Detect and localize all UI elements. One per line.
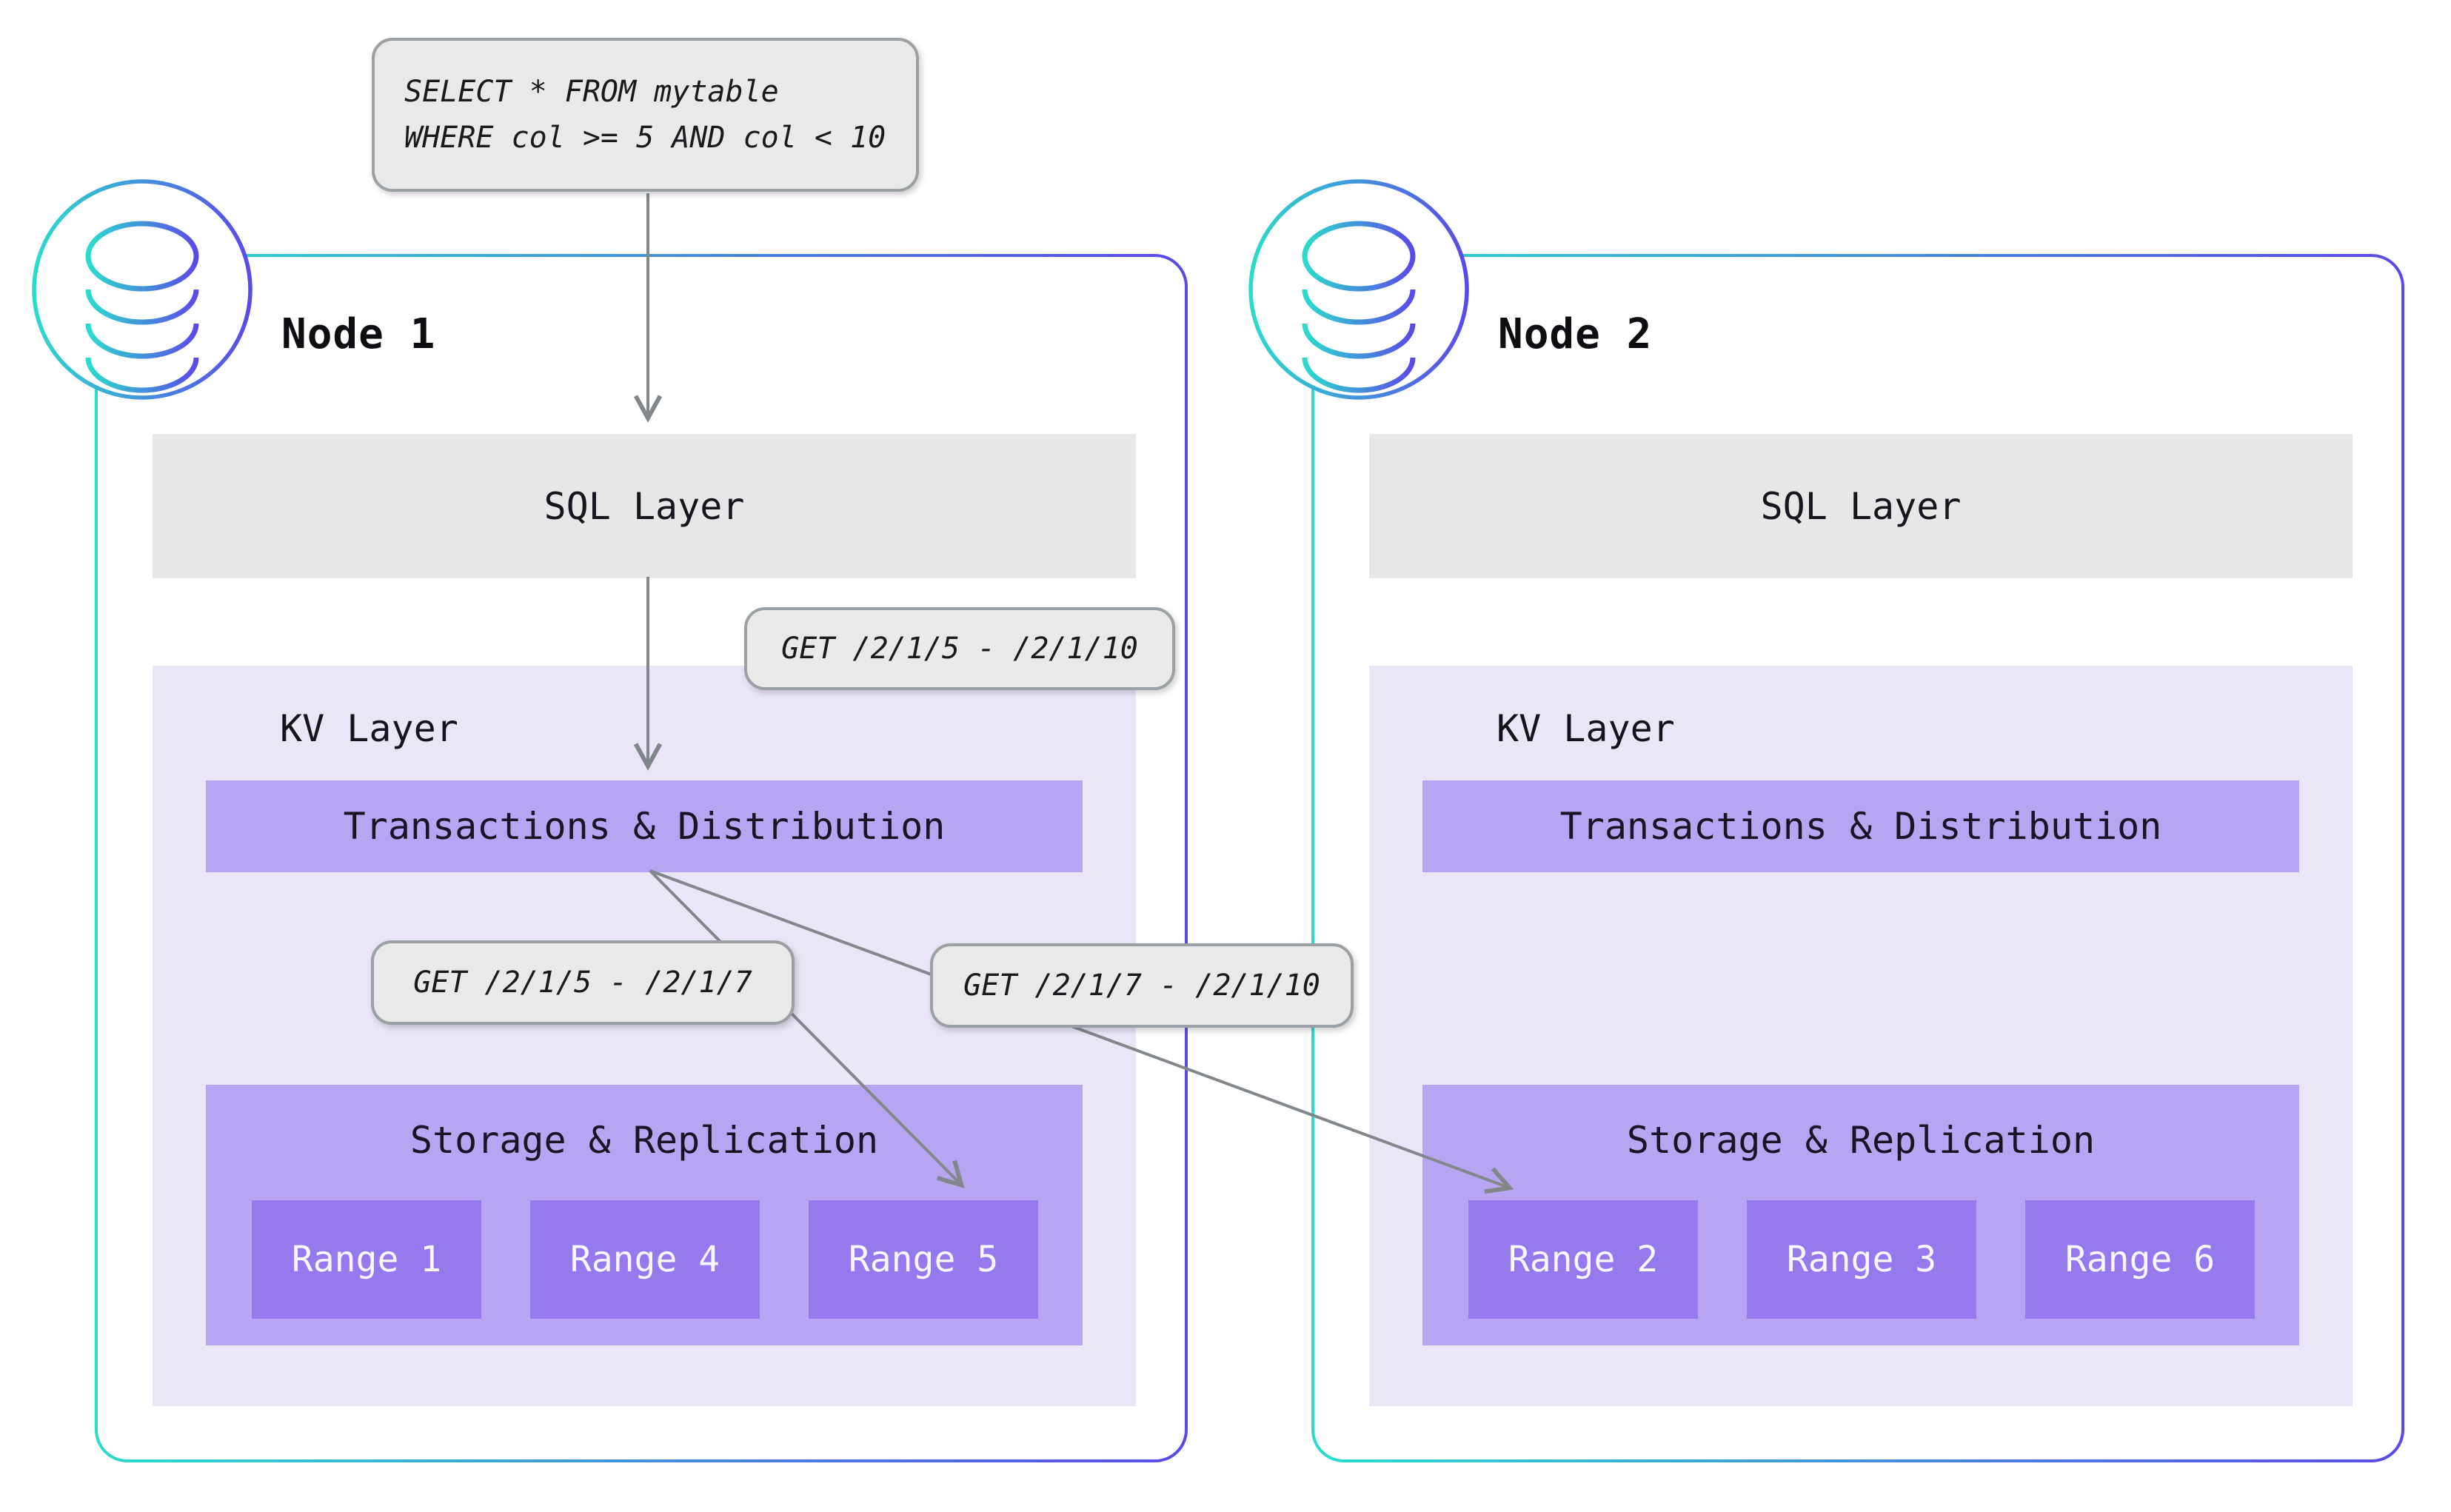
node-1-sql-layer-bar: SQL Layer — [153, 434, 1136, 578]
node-2-transactions-distribution-bar: Transactions & Distribution — [1422, 780, 2299, 872]
range-box: Range 4 — [530, 1200, 760, 1319]
kv-request-split-right-label: GET /2/1/7 - /2/1/10 — [930, 943, 1354, 1028]
range-box: Range 6 — [2025, 1200, 2255, 1319]
sql-query-line-2: WHERE col >= 5 AND col < 10 — [404, 121, 886, 155]
node-2-card: Node 2 SQL Layer KV Layer Transactions &… — [1311, 254, 2404, 1462]
node-1-transactions-distribution-bar: Transactions & Distribution — [206, 780, 1083, 872]
kv-request-text: GET /2/1/5 - /2/1/7 — [413, 966, 752, 1000]
node-1-kv-layer-region: KV Layer Transactions & Distribution Sto… — [153, 666, 1136, 1406]
kv-request-full-range-label: GET /2/1/5 - /2/1/10 — [744, 607, 1175, 690]
node-1-title: Node 1 — [281, 310, 436, 358]
node-1-card: Node 1 SQL Layer KV Layer Transactions &… — [95, 254, 1188, 1462]
sql-query-line-1: SELECT * FROM mytable — [404, 75, 779, 109]
sql-query-label: SELECT * FROM mytable WHERE col >= 5 AND… — [372, 38, 919, 192]
kv-request-text: GET /2/1/7 - /2/1/10 — [963, 969, 1320, 1003]
arrow-transactions-to-range-2 — [649, 869, 1514, 1194]
node-2-kv-layer-region: KV Layer Transactions & Distribution Sto… — [1369, 666, 2353, 1406]
range-box: Range 3 — [1747, 1200, 1976, 1319]
sql-layer-label: SQL Layer — [1760, 484, 1962, 528]
node-2-body: Node 2 SQL Layer KV Layer Transactions &… — [1314, 257, 2401, 1459]
database-icon — [32, 179, 253, 400]
node-2-sql-layer-bar: SQL Layer — [1369, 434, 2353, 578]
node-1-body: Node 1 SQL Layer KV Layer Transactions &… — [98, 257, 1185, 1459]
kv-layer-label: KV Layer — [1497, 707, 1675, 750]
node-2-storage-replication-bar: Storage & Replication Range 2 Range 3 Ra… — [1422, 1085, 2299, 1345]
range-box: Range 1 — [252, 1200, 481, 1319]
kv-request-text: GET /2/1/5 - /2/1/10 — [781, 632, 1138, 666]
range-box: Range 5 — [809, 1200, 1038, 1319]
node-1-storage-replication-bar: Storage & Replication Range 1 Range 4 Ra… — [206, 1085, 1083, 1345]
arrow-transactions-to-range-5 — [649, 869, 965, 1188]
storage-replication-label: Storage & Replication — [1626, 1119, 2096, 1162]
node-2-title: Node 2 — [1498, 310, 1653, 358]
range-box: Range 2 — [1468, 1200, 1698, 1319]
sql-layer-label: SQL Layer — [544, 484, 745, 528]
transactions-distribution-label: Transactions & Distribution — [343, 805, 946, 848]
storage-replication-label: Storage & Replication — [409, 1119, 879, 1162]
kv-request-split-left-label: GET /2/1/5 - /2/1/7 — [371, 940, 795, 1025]
database-icon — [1248, 179, 1469, 400]
kv-layer-label: KV Layer — [280, 707, 458, 750]
transactions-distribution-label: Transactions & Distribution — [1559, 805, 2162, 848]
